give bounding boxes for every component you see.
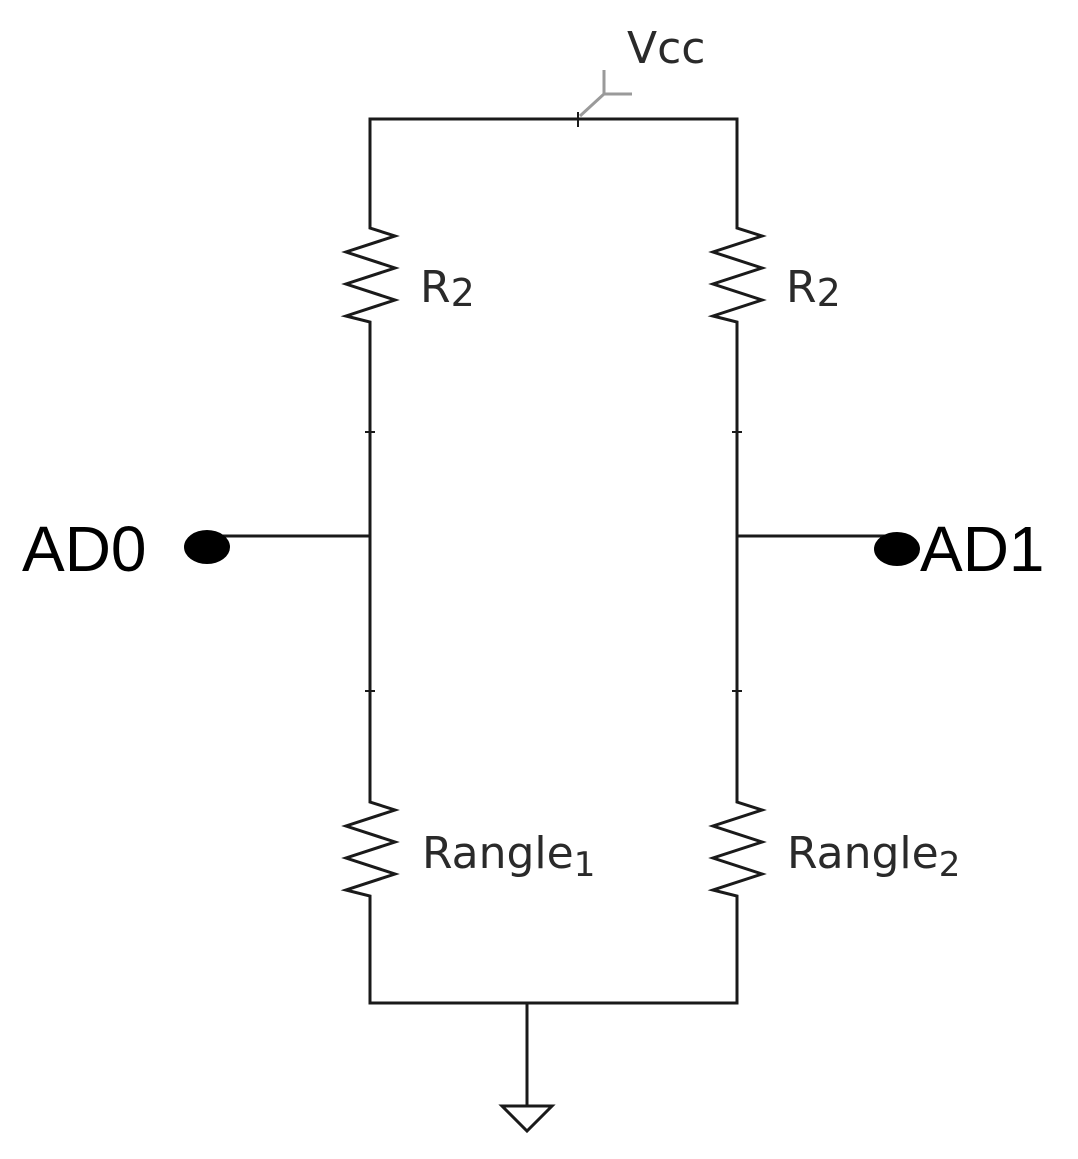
resistor-bottom-left bbox=[340, 795, 400, 900]
resistor-bottom-right bbox=[707, 795, 767, 900]
vcc-label: Vcc bbox=[627, 23, 705, 74]
resistor-bottom-left-subscript: 1 bbox=[574, 845, 596, 885]
ground-symbol bbox=[498, 1104, 556, 1134]
ad0-pin-dot bbox=[184, 530, 230, 564]
ad1-pin-dot bbox=[874, 532, 920, 566]
resistor-top-left-label: R2 bbox=[420, 262, 475, 315]
resistor-bottom-right-subscript: 2 bbox=[939, 845, 961, 885]
resistor-top-right-label: R2 bbox=[786, 262, 841, 315]
resistor-bottom-left-label: Rangle1 bbox=[422, 828, 595, 885]
resistor-top-right-subscript: 2 bbox=[817, 271, 841, 315]
ad0-label: AD0 bbox=[22, 513, 147, 585]
resistor-top-left bbox=[340, 220, 400, 326]
resistor-top-left-subscript: 2 bbox=[451, 271, 475, 315]
vcc-symbol bbox=[578, 70, 632, 118]
ad1-label: AD1 bbox=[920, 513, 1045, 585]
resistor-top-right bbox=[707, 220, 767, 326]
resistor-bottom-right-label: Rangle2 bbox=[787, 828, 960, 885]
